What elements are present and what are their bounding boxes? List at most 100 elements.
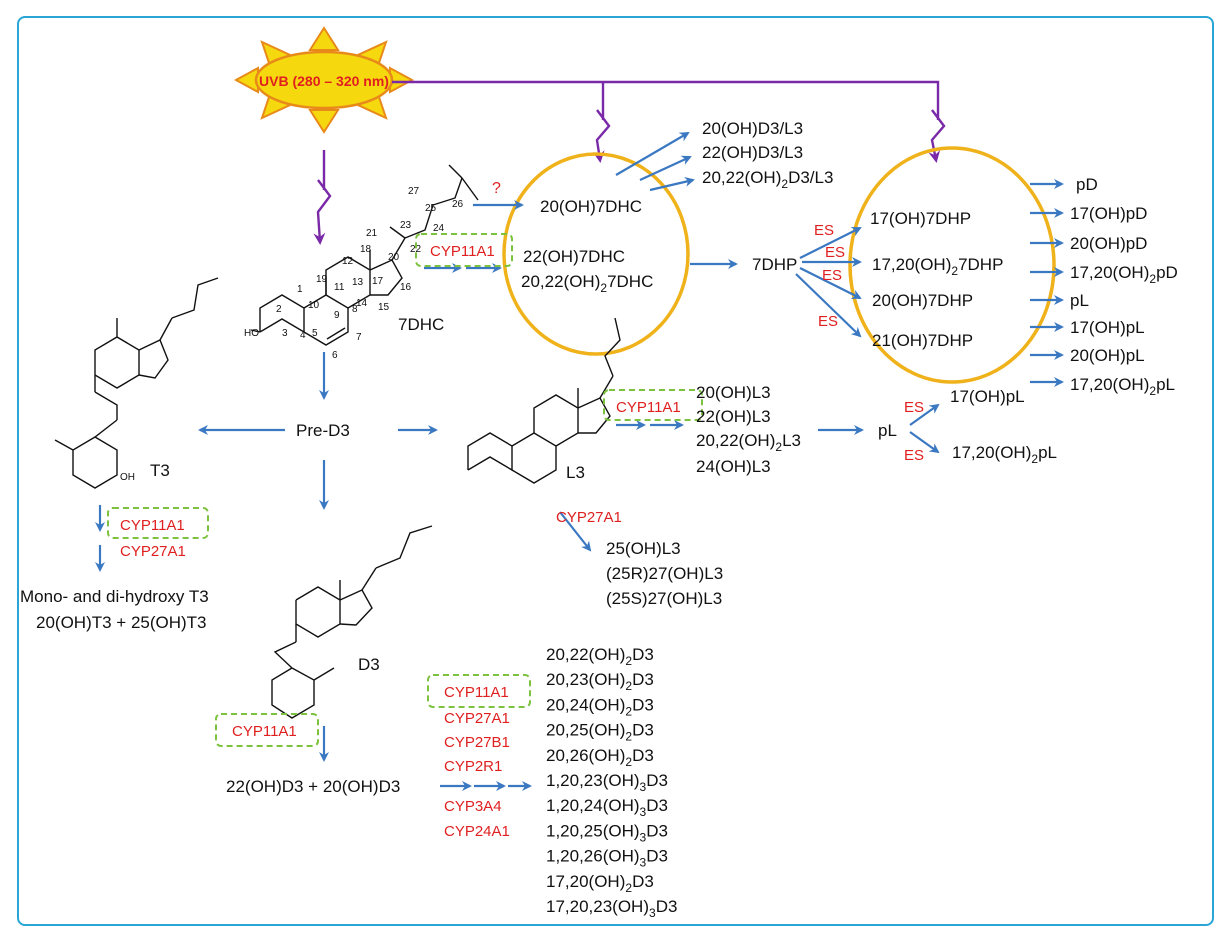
atom-number: 22: [410, 244, 422, 255]
uvb-label: UVB (280 – 320 nm): [259, 73, 389, 89]
atom-number: 9: [334, 310, 340, 321]
atom-number: 12: [342, 256, 354, 267]
d3-product-item: 17,20,23(OH)3D3: [546, 897, 677, 920]
atom-number: 10: [308, 300, 320, 311]
enzyme-cyp11a1: CYP11A1: [120, 517, 185, 534]
d3-product-item: 1,20,23(OH)3D3: [546, 771, 668, 794]
compound-pre-d3: Pre-D3: [296, 421, 350, 440]
d3-product-list: 20,22(OH)2D320,23(OH)2D320,24(OH)2D320,2…: [546, 645, 677, 920]
product-pl: pL: [1070, 291, 1089, 310]
product-22ohd3l3: 22(OH)D3/L3: [702, 143, 803, 162]
atom-number: 11: [334, 282, 345, 293]
enzyme-cyp11a1: CYP11A1: [444, 684, 509, 701]
atom-number: 14: [356, 298, 368, 309]
atom-number: 7: [356, 332, 362, 343]
es-label: ES: [825, 244, 845, 261]
enzyme-cyp2r1: CYP2R1: [444, 758, 502, 775]
d3-product-item: 20,26(OH)2D3: [546, 746, 654, 769]
d3-product-item: 20,22(OH)2D3: [546, 645, 654, 668]
oval-item-22oh7dhc: 22(OH)7DHC: [523, 247, 625, 266]
atom-number: 3: [282, 328, 288, 339]
product-1720oh2pl: 17,20(OH)2pL: [1070, 375, 1175, 398]
oval-item-1720oh27dhp: 17,20(OH)27DHP: [872, 255, 1003, 278]
product-2022oh2l3: 20,22(OH)2L3: [696, 431, 801, 454]
es-label: ES: [818, 313, 838, 330]
d3-structure: [271, 525, 433, 719]
d3-product-item: 20,23(OH)2D3: [546, 670, 654, 693]
atom-number: 27: [408, 186, 420, 197]
cyp11a1-box-t3: [107, 507, 209, 539]
diagram-frame: [17, 16, 1214, 926]
compound-t3: T3: [150, 461, 170, 480]
product-17ohpl: 17(OH)pL: [1070, 318, 1145, 337]
compound-7dhp: 7DHP: [752, 255, 797, 274]
enzyme-cyp11a1: CYP11A1: [616, 399, 681, 416]
atom-number: 8: [352, 304, 358, 315]
product-2022oh2d3l3: 20,22(OH)2D3/L3: [702, 168, 833, 191]
atom-number: 26: [452, 199, 464, 210]
t3-structure: [54, 277, 219, 489]
es-label: ES: [904, 447, 924, 464]
dhc-oval: [502, 152, 690, 356]
enzyme-cyp11a1: CYP11A1: [430, 243, 495, 260]
atom-number: 24: [433, 223, 445, 234]
product-22ohl3: 22(OH)L3: [696, 407, 771, 426]
atom-number: 21: [366, 228, 378, 239]
cyp11a1-box-dhc: [415, 233, 513, 267]
compound-d3: D3: [358, 655, 380, 674]
product-pd: pD: [1076, 175, 1098, 194]
enzyme-cyp27b1: CYP27B1: [444, 734, 510, 751]
product-20ohd3l3: 20(OH)D3/L3: [702, 119, 803, 138]
atom-number: 19: [316, 274, 328, 285]
compound-l3: L3: [566, 463, 585, 482]
enzyme-cyp27a1: CYP27A1: [444, 710, 510, 727]
oval-item-20oh7dhp: 20(OH)7DHP: [872, 291, 973, 310]
atom-number: 15: [378, 302, 390, 313]
product-25s27ohl3: (25S)27(OH)L3: [606, 589, 722, 608]
d3-product-item: 1,20,24(OH)3D3: [546, 796, 668, 819]
atom-number: 2: [276, 304, 282, 315]
atom-number: 16: [400, 282, 412, 293]
es-label: ES: [814, 222, 834, 239]
atom-number: 13: [352, 277, 364, 288]
enzyme-cyp27a1: CYP27A1: [556, 509, 622, 526]
product-17ohpd: 17(OH)pD: [1070, 204, 1147, 223]
enzyme-cyp24a1: CYP24A1: [444, 823, 510, 840]
enzyme-cyp27a1: CYP27A1: [120, 543, 186, 560]
product-17ohpl-es: 17(OH)pL: [950, 387, 1025, 406]
t3-product-20oh-25oh: 20(OH)T3 + 25(OH)T3: [36, 613, 207, 632]
dhp-oval: [848, 146, 1056, 384]
compound-pl: pL: [878, 421, 897, 440]
t3-oh: OH: [120, 472, 135, 483]
product-25ohl3: 25(OH)L3: [606, 539, 681, 558]
product-1720oh2pl-es: 17,20(OH)2pL: [952, 443, 1057, 466]
product-20ohl3: 20(OH)L3: [696, 383, 771, 402]
product-20ohpd: 20(OH)pD: [1070, 234, 1147, 253]
cyp11a1-box-d3: [215, 713, 319, 747]
cyp11a1-box-l3: [603, 389, 703, 421]
dhc-ho: HO: [244, 328, 259, 339]
compound-7dhc: 7DHC: [398, 315, 444, 334]
d3-first-products: 22(OH)D3 + 20(OH)D3: [226, 777, 400, 796]
unknown-marker: ?: [492, 180, 501, 197]
atom-number: 20: [388, 252, 400, 263]
atom-number: 6: [332, 350, 338, 361]
oval-item-17oh7dhp: 17(OH)7DHP: [870, 209, 971, 228]
oval-item-20oh7dhc: 20(OH)7DHC: [540, 197, 642, 216]
t3-product-mono-di: Mono- and di-hydroxy T3: [20, 587, 209, 606]
product-20ohpl: 20(OH)pL: [1070, 346, 1145, 365]
atom-number: 23: [400, 220, 412, 231]
product-25r27ohl3: (25R)27(OH)L3: [606, 564, 723, 583]
product-24ohl3: 24(OH)L3: [696, 457, 771, 476]
dhc-structure: [250, 164, 479, 346]
enzyme-cyp3a4: CYP3A4: [444, 798, 502, 815]
product-1720oh2pd: 17,20(OH)2pD: [1070, 263, 1178, 286]
d3-product-item: 17,20(OH)2D3: [546, 872, 654, 895]
es-label: ES: [822, 267, 842, 284]
atom-number: 25: [425, 203, 437, 214]
atom-number: 4: [300, 330, 306, 341]
atom-number: 17: [372, 276, 384, 287]
enzyme-cyp11a1: CYP11A1: [232, 723, 297, 740]
atom-number: 5: [312, 328, 318, 339]
